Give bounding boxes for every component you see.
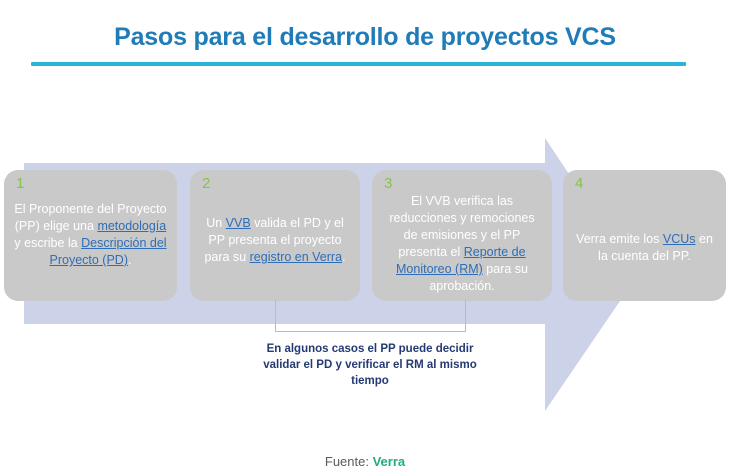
step-link[interactable]: metodología bbox=[97, 219, 167, 233]
step-number-2: 2 bbox=[202, 175, 211, 192]
step-box-4[interactable]: 4 Verra emite los VCUs en la cuenta del … bbox=[563, 170, 726, 301]
step-link[interactable]: Descripción del Proyecto (PD) bbox=[49, 236, 167, 267]
step-number-3: 3 bbox=[384, 175, 393, 192]
step-text-2: Un VVB valida el PD y el PP presenta el … bbox=[198, 215, 352, 266]
footer-label: Fuente: bbox=[324, 454, 373, 469]
step-link[interactable]: registro en Verra bbox=[249, 250, 343, 264]
step-box-1[interactable]: 1 El Proponente del Proyecto (PP) elige … bbox=[4, 170, 177, 301]
footer-source-line: Fuente: Verra bbox=[0, 454, 730, 469]
step-number-4: 4 bbox=[575, 175, 584, 192]
step-number-1: 1 bbox=[16, 175, 25, 192]
step-text-run: El VVB verifica las reducciones y remoci… bbox=[389, 194, 535, 259]
step-text-run: en la cuenta del PP. bbox=[598, 232, 713, 263]
footer-source-name[interactable]: Verra bbox=[372, 454, 406, 469]
title-underline-rule bbox=[31, 62, 686, 66]
title-block: Pasos para el desarrollo de proyectos VC… bbox=[0, 22, 730, 66]
step-box-3[interactable]: 3 El VVB verifica las reducciones y remo… bbox=[372, 170, 552, 301]
step-text-run: El Proponente del Proyecto (PP) elige un… bbox=[14, 202, 167, 233]
step-text-run: . bbox=[128, 253, 132, 267]
step-text-run: valida el PD y el PP presenta el proyect… bbox=[204, 216, 344, 264]
annotation-note: En algunos casos el PP puede decidir val… bbox=[263, 343, 477, 387]
step-text-run: Verra emite los bbox=[576, 232, 663, 246]
step-text-run: y escribe la bbox=[14, 236, 82, 250]
step-text-run: para su aprobación. bbox=[429, 262, 528, 293]
step-text-4: Verra emite los VCUs en la cuenta del PP… bbox=[571, 231, 718, 265]
step-box-2[interactable]: 2 Un VVB valida el PD y el PP presenta e… bbox=[190, 170, 360, 301]
step-link[interactable]: VVB bbox=[225, 216, 251, 230]
step-link[interactable]: Reporte de Monitoreo (RM) bbox=[396, 245, 526, 276]
step-text-run: Un bbox=[206, 216, 226, 230]
step-text-1: El Proponente del Proyecto (PP) elige un… bbox=[12, 201, 169, 269]
annotation-bracket bbox=[275, 300, 466, 332]
step-link[interactable]: VCUs bbox=[662, 232, 696, 246]
step-text-3: El VVB verifica las reducciones y remoci… bbox=[380, 193, 544, 295]
step-text-run: . bbox=[342, 250, 346, 264]
page-title: Pasos para el desarrollo de proyectos VC… bbox=[114, 23, 616, 51]
